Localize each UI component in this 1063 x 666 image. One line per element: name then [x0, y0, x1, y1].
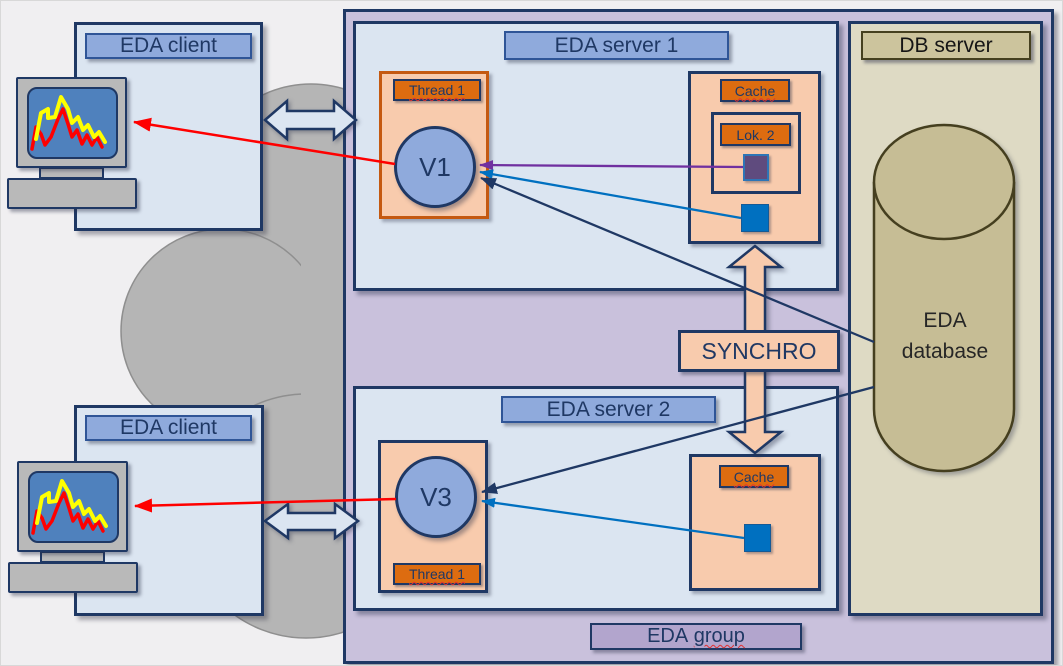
server1-cache-label: Cache [720, 79, 790, 102]
monitor-screen-chart [27, 87, 118, 159]
monitor-base [8, 562, 138, 593]
server1-lok2-label: Lok. 2 [720, 123, 791, 146]
server1-thread-label: Thread 1 [393, 79, 481, 101]
monitor-chart-icon [5, 75, 141, 211]
server2-cache-value-square [744, 524, 771, 552]
synchro-label: SYNCHRO [678, 330, 840, 372]
server2-thread-label: Thread 1 [393, 563, 481, 585]
monitor-base [7, 178, 137, 209]
db-server-title: DB server [861, 31, 1031, 60]
server1-cache-value-square [741, 204, 769, 232]
database-label: EDA database [901, 309, 989, 363]
eda-server-1-title: EDA server 1 [504, 31, 729, 60]
eda-group-label: EDA group [590, 623, 802, 650]
server2-variable-circle: V3 [395, 456, 477, 538]
monitor-chart-icon [6, 459, 142, 595]
server1-local-value-square [743, 154, 769, 181]
server1-variable-circle: V1 [394, 126, 476, 208]
server2-cache-label: Cache [719, 465, 789, 488]
eda-client-2-title: EDA client [85, 415, 252, 441]
eda-client-1-title: EDA client [85, 33, 252, 59]
monitor-screen-chart [28, 471, 119, 543]
eda-server-2-title: EDA server 2 [501, 396, 716, 423]
